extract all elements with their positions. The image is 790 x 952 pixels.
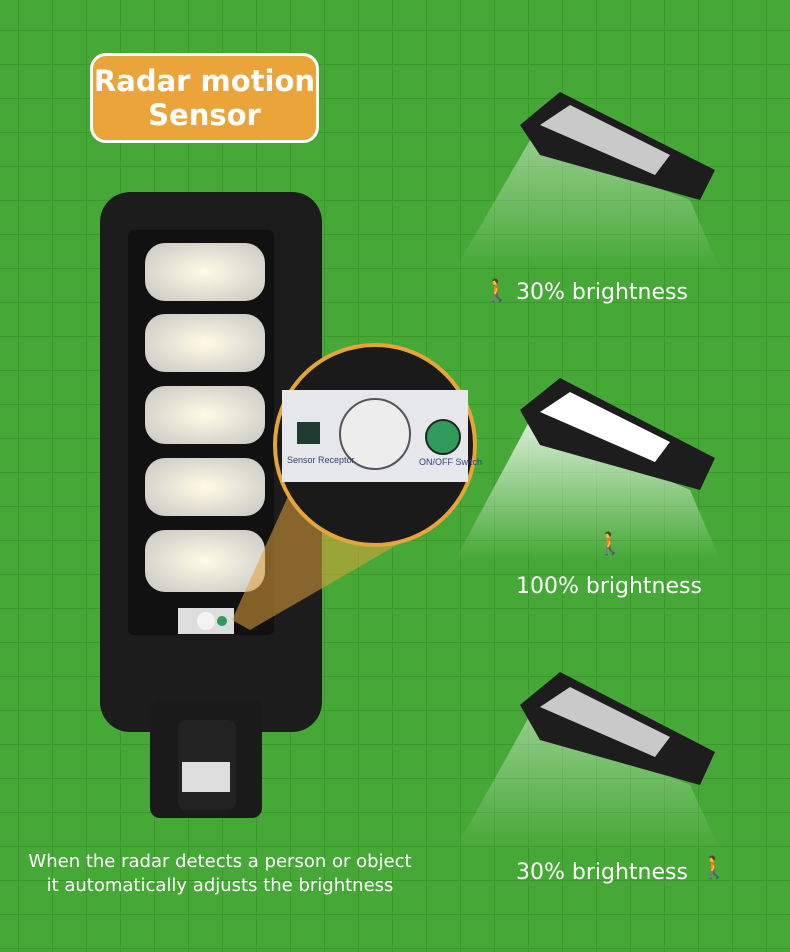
radar-sensor-badge: Radar motion Sensor xyxy=(90,53,319,143)
state-1-label: 30% brightness xyxy=(516,280,688,305)
lamp-state-1 xyxy=(455,92,720,270)
magnifier: Sensor Receptor ON/OFF Switch xyxy=(273,343,482,547)
walking-person-icon: 🚶 xyxy=(483,279,511,304)
sensor-receptor-label: Sensor Receptor xyxy=(287,455,355,465)
led-panels xyxy=(145,243,265,592)
lamp-state-3 xyxy=(455,672,720,850)
badge-line-1: Radar motion xyxy=(93,64,316,98)
badge-line-2: Sensor xyxy=(148,98,261,132)
caption-line-1: When the radar detects a person or objec… xyxy=(28,851,412,872)
lamp-state-2 xyxy=(455,378,720,560)
street-lamp xyxy=(100,192,322,818)
walking-person-icon: 🚶 xyxy=(700,856,728,881)
switch-label: ON/OFF Switch xyxy=(419,457,482,467)
state-2-label: 100% brightness xyxy=(516,574,702,599)
caption: When the radar detects a person or objec… xyxy=(0,850,440,898)
state-3-label: 30% brightness xyxy=(516,860,688,885)
walking-person-icon: 🚶 xyxy=(596,532,624,557)
caption-line-2: it automatically adjusts the brightness xyxy=(46,875,394,896)
